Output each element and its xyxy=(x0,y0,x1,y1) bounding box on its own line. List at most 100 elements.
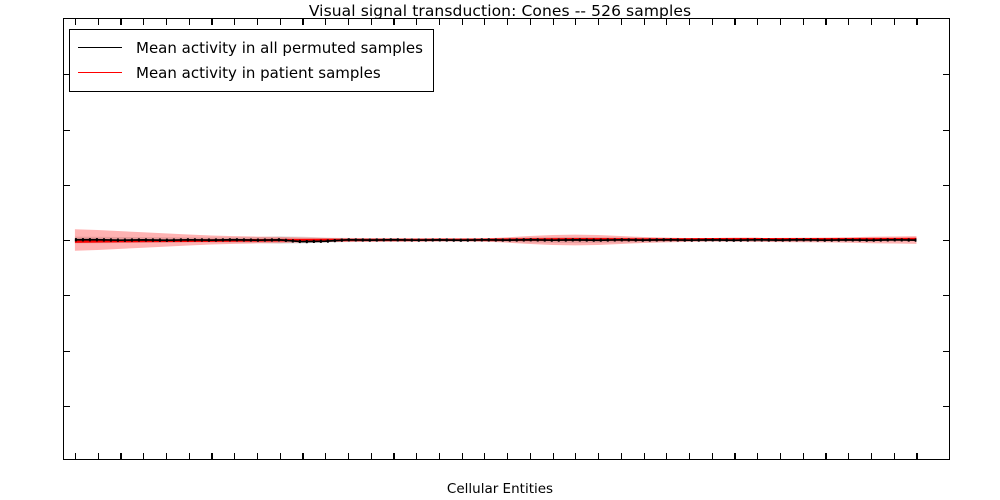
y-tick-mark xyxy=(64,74,70,76)
x-tick-mark xyxy=(734,19,736,25)
legend-item-patient: Mean activity in patient samples xyxy=(78,60,423,85)
x-tick-mark xyxy=(461,453,463,459)
y-tick-mark xyxy=(64,184,70,186)
x-tick-mark xyxy=(598,19,600,25)
x-tick-mark xyxy=(666,453,668,459)
x-tick-mark xyxy=(620,453,622,459)
x-axis-label: Cellular Entities xyxy=(446,481,554,497)
x-tick-mark xyxy=(302,19,304,25)
x-tick-mark xyxy=(347,453,350,459)
x-tick-mark xyxy=(393,19,395,25)
x-tick-mark xyxy=(916,453,918,459)
x-tick-mark xyxy=(848,19,850,25)
x-tick-mark xyxy=(279,19,281,25)
x-tick-mark xyxy=(188,453,190,459)
x-tick-mark xyxy=(325,19,327,25)
x-tick-mark xyxy=(779,19,782,25)
x-tick-mark xyxy=(211,19,213,25)
x-tick-mark xyxy=(848,453,850,459)
x-tick-mark xyxy=(211,453,213,459)
x-tick-mark xyxy=(143,19,145,25)
x-tick-mark xyxy=(688,19,691,25)
x-tick-mark xyxy=(711,19,713,25)
x-tick-mark xyxy=(484,453,486,459)
legend-line-black-icon xyxy=(78,47,122,48)
x-tick-mark xyxy=(165,453,168,459)
x-tick-mark xyxy=(552,19,554,25)
x-tick-mark xyxy=(393,453,395,459)
x-tick-mark xyxy=(711,453,713,459)
x-tick-mark xyxy=(461,19,463,25)
x-tick-mark xyxy=(620,19,622,25)
x-tick-mark xyxy=(575,19,577,25)
x-tick-mark xyxy=(916,19,918,25)
x-tick-mark xyxy=(165,19,168,25)
legend-line-red-icon xyxy=(78,72,122,73)
x-tick-mark xyxy=(643,19,645,25)
y-tick-mark xyxy=(64,350,70,352)
x-tick-mark xyxy=(779,453,782,459)
x-tick-mark xyxy=(438,19,440,25)
y-tick-mark xyxy=(943,74,949,76)
y-tick-mark xyxy=(64,295,70,297)
x-tick-mark xyxy=(416,453,418,459)
data-bands-and-lines xyxy=(74,229,917,251)
x-tick-mark xyxy=(234,19,236,25)
y-tick-mark xyxy=(64,405,70,407)
chart-title: Visual signal transduction: Cones -- 526… xyxy=(308,2,692,20)
y-tick-mark xyxy=(943,129,949,131)
x-tick-mark xyxy=(325,453,327,459)
x-tick-mark xyxy=(529,453,531,459)
plot-area: Mean activity in all permuted samples Me… xyxy=(63,18,950,460)
x-tick-mark xyxy=(188,19,190,25)
x-tick-mark xyxy=(416,19,418,25)
x-tick-mark xyxy=(97,453,99,459)
x-tick-mark xyxy=(74,19,77,25)
x-tick-mark xyxy=(870,19,873,25)
y-tick-mark xyxy=(943,405,949,407)
x-tick-mark xyxy=(802,453,804,459)
x-tick-mark xyxy=(120,19,122,25)
x-tick-mark xyxy=(302,453,304,459)
x-tick-mark xyxy=(529,19,531,25)
x-tick-mark xyxy=(234,453,236,459)
x-tick-mark xyxy=(370,453,372,459)
x-tick-mark xyxy=(256,453,259,459)
x-tick-mark xyxy=(893,453,895,459)
x-tick-mark xyxy=(825,19,827,25)
x-tick-mark xyxy=(893,19,895,25)
x-tick-mark xyxy=(757,19,759,25)
x-tick-mark xyxy=(757,453,759,459)
x-tick-mark xyxy=(802,19,804,25)
x-tick-mark xyxy=(97,19,99,25)
x-tick-mark xyxy=(74,453,77,459)
x-tick-mark xyxy=(370,19,372,25)
x-tick-mark xyxy=(575,453,577,459)
x-tick-mark xyxy=(598,453,600,459)
x-tick-mark xyxy=(643,453,645,459)
mean-line xyxy=(74,238,917,244)
x-tick-mark xyxy=(825,453,827,459)
x-tick-mark xyxy=(347,19,350,25)
y-tick-mark xyxy=(64,240,70,242)
x-tick-mark xyxy=(507,453,509,459)
x-tick-mark xyxy=(666,19,668,25)
y-tick-mark xyxy=(943,295,949,297)
x-tick-mark xyxy=(688,453,691,459)
x-tick-mark xyxy=(484,19,486,25)
x-tick-mark xyxy=(438,453,440,459)
legend: Mean activity in all permuted samples Me… xyxy=(69,29,434,92)
y-tick-mark xyxy=(943,350,949,352)
x-tick-mark xyxy=(507,19,509,25)
legend-label-permuted: Mean activity in all permuted samples xyxy=(136,38,423,57)
x-tick-mark xyxy=(734,453,736,459)
y-tick-mark xyxy=(943,184,949,186)
x-tick-mark xyxy=(256,19,259,25)
x-tick-mark xyxy=(279,453,281,459)
legend-label-patient: Mean activity in patient samples xyxy=(136,63,381,82)
x-tick-mark xyxy=(120,453,122,459)
y-tick-mark xyxy=(943,240,949,242)
x-tick-mark xyxy=(552,453,554,459)
x-tick-mark xyxy=(870,453,873,459)
